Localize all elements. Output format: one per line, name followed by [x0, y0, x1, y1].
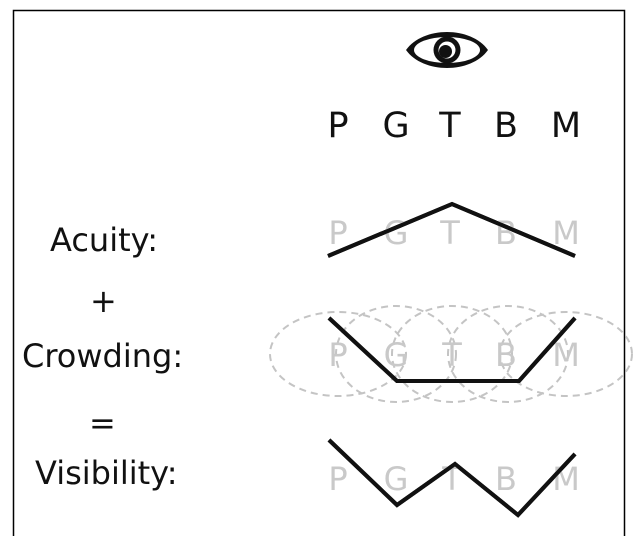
acuity-curve-overlay: [327, 201, 576, 258]
acuity-letter-t: T: [439, 214, 460, 252]
acuity-label: Acuity:: [50, 221, 159, 259]
crowding-letter-g: G: [384, 336, 409, 374]
equals-sign: =: [89, 404, 116, 442]
crowding-zone-t: [391, 305, 513, 403]
crowding-zones: [269, 305, 633, 403]
crowding-zone-b: [447, 305, 569, 403]
crowding-letter-p: P: [328, 336, 347, 374]
top-letter-g: G: [382, 106, 410, 146]
plus-sign: +: [90, 282, 117, 320]
crowding-zone-g: [335, 305, 457, 403]
crowding-label: Crowding:: [22, 337, 184, 375]
crowding-curve-overlay: [327, 316, 577, 383]
frame-border: [12, 9, 626, 536]
top-letter-m: M: [550, 106, 582, 146]
visibility-label: Visibility:: [35, 454, 178, 492]
crowding-letter-t: T: [441, 336, 462, 374]
top-letter-t: T: [439, 106, 461, 146]
eye-icon: [406, 32, 488, 68]
acuity-letter-p: P: [328, 214, 347, 252]
visibility-letter-b: B: [495, 460, 517, 498]
visibility-letter-g: G: [384, 460, 409, 498]
acuity-letter-m: M: [552, 214, 580, 252]
visibility-curve-overlay: [327, 438, 577, 518]
crowding-zone-m: [499, 311, 633, 397]
crowding-zone-p: [269, 311, 407, 397]
top-letter-p: P: [327, 106, 349, 146]
visibility-letter-p: P: [328, 460, 347, 498]
crowding-letter-b: B: [495, 336, 517, 374]
top-letter-b: B: [493, 106, 518, 146]
crowding-letter-m: M: [552, 336, 580, 374]
